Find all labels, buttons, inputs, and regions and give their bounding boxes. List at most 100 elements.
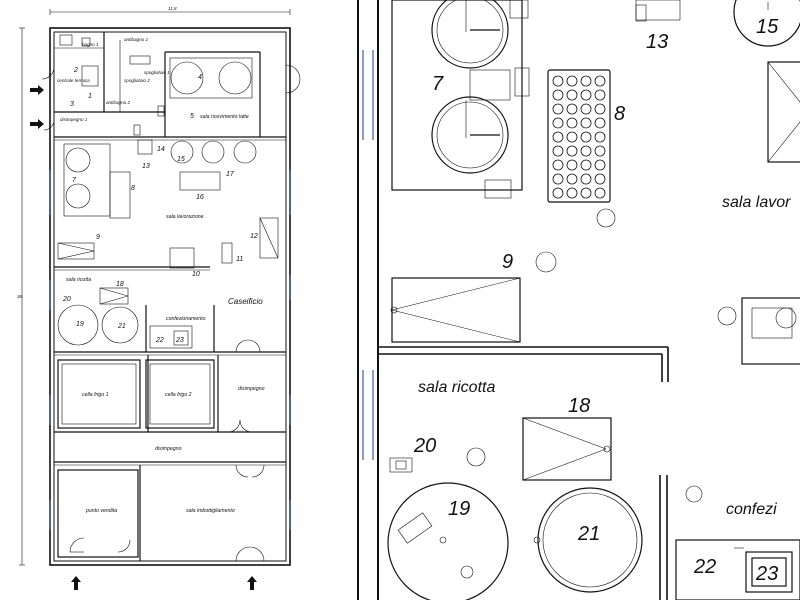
mould-hole	[594, 103, 606, 115]
plan-num-4: 4	[198, 74, 202, 81]
detail-num-13: 13	[646, 31, 668, 53]
mould-hole	[580, 159, 592, 171]
mould-hole	[552, 103, 564, 115]
label-sala-ricevimento: sala ricevimento latte	[200, 114, 249, 120]
plan-num-1: 1	[88, 93, 92, 100]
detail-num-7: 7	[432, 73, 444, 95]
label-antibagno1: antibagno 1	[124, 37, 148, 42]
mould-hole	[566, 187, 578, 199]
mould-hole	[594, 117, 606, 129]
detail-num-21: 21	[577, 523, 600, 545]
detail-num-23: 23	[755, 563, 778, 585]
label-spogliatoio1: spogliatoio 1	[144, 70, 170, 75]
mould-hole	[580, 145, 592, 157]
label-sala-lavorazione: sala lavorazione	[166, 214, 204, 220]
detail-num-15: 15	[756, 16, 779, 38]
label-disimpegno1: disimpegno 1	[60, 117, 88, 122]
mould-hole	[566, 145, 578, 157]
doors	[41, 64, 301, 562]
plan-num-11: 11	[236, 256, 243, 263]
mould-hole	[594, 131, 606, 143]
plan-num-22: 22	[155, 337, 164, 344]
mould-hole	[580, 89, 592, 101]
label-punto-vendita: punto vendita	[85, 508, 117, 514]
windows	[49, 170, 291, 530]
mould-hole	[594, 145, 606, 157]
plan-num-23: 23	[175, 337, 184, 344]
worker-figures	[466, 208, 737, 503]
mould-hole	[594, 89, 606, 101]
plan-num-17: 17	[226, 171, 235, 178]
plan-num-5: 5	[190, 113, 194, 120]
room-labels: bagno 1 antibagno 1 spogliatoio 1 spogli…	[57, 37, 265, 514]
cold-rooms	[57, 359, 215, 558]
detail-num-8: 8	[614, 103, 625, 125]
plan-num-15: 15	[177, 156, 185, 163]
mould-hole	[580, 187, 592, 199]
dimension-lines: 11,8 36	[17, 6, 291, 566]
plan-num-20: 20	[62, 296, 71, 303]
mould-hole	[552, 117, 564, 129]
mould-hole	[580, 173, 592, 185]
overall-plan: 11,8 36	[17, 6, 301, 590]
plan-num-21: 21	[117, 323, 126, 330]
mould-hole	[552, 75, 564, 87]
detail-num-19: 19	[448, 498, 470, 520]
mould-hole	[566, 173, 578, 185]
mould-hole	[566, 159, 578, 171]
mould-hole	[552, 173, 564, 185]
detail-num-22: 22	[693, 556, 716, 578]
plan-num-16: 16	[196, 194, 204, 201]
mould-hole	[580, 131, 592, 143]
mould-hole	[552, 131, 564, 143]
mould-hole	[594, 159, 606, 171]
plan-num-12: 12	[250, 233, 258, 240]
plan-num-19: 19	[76, 321, 84, 328]
label-cella2: cella frigo 2	[165, 392, 192, 398]
partitions	[54, 32, 286, 561]
dimension-height: 36	[17, 294, 23, 299]
plan-num-3: 3	[70, 101, 74, 108]
mould-hole	[552, 187, 564, 199]
plan-num-7: 7	[72, 177, 77, 184]
mould-hole	[566, 89, 578, 101]
label-disimpegno-corridor: disimpegno	[155, 446, 182, 452]
plan-num-10: 10	[192, 271, 200, 278]
label-antibagno2: antibagno 2	[106, 100, 130, 105]
mould-hole	[594, 187, 606, 199]
mould-hole	[580, 117, 592, 129]
plan-num-8: 8	[131, 185, 135, 192]
label-cella1: cella frigo 1	[82, 392, 109, 398]
detail-num-9: 9	[502, 251, 513, 273]
detail-label-confezionamento: confezi	[726, 501, 777, 518]
equipment-numbers: 1 2 3 4 5 7 8 9 10 11 12 13 14 15 16 17 …	[62, 67, 258, 344]
label-spogliatoio2: spogliatoio 2	[124, 78, 150, 83]
detail-label-sala-lavorazione: sala lavor	[722, 194, 791, 211]
dimension-width: 11,8	[168, 6, 177, 11]
mould-hole	[566, 103, 578, 115]
entrance-arrows	[30, 85, 257, 590]
mould-hole	[580, 103, 592, 115]
mould-hole	[580, 75, 592, 87]
plan-num-9: 9	[96, 234, 100, 241]
detail-view: sala lavor sala ricotta confezi 13 15 7 …	[357, 0, 800, 604]
mould-hole	[566, 117, 578, 129]
mould-hole	[552, 89, 564, 101]
label-disimpegno-right: disimpegno	[238, 386, 265, 392]
detail-num-18: 18	[568, 395, 590, 417]
label-sala-ricotta: sala ricotta	[66, 277, 91, 283]
plan-num-18: 18	[116, 281, 124, 288]
mould-hole	[566, 75, 578, 87]
plan-num-14: 14	[157, 146, 165, 153]
detail-label-sala-ricotta: sala ricotta	[418, 379, 495, 396]
plan-num-2: 2	[73, 67, 78, 74]
equipment	[57, 34, 279, 349]
mould-hole	[594, 173, 606, 185]
plan-num-13: 13	[142, 163, 150, 170]
label-bagno1: bagno 1	[82, 42, 99, 47]
label-centrale-termica: centrale termica	[57, 78, 90, 83]
label-confezionamento: confezionamento	[166, 316, 206, 322]
mould-hole	[566, 131, 578, 143]
mould-holes	[552, 75, 606, 199]
